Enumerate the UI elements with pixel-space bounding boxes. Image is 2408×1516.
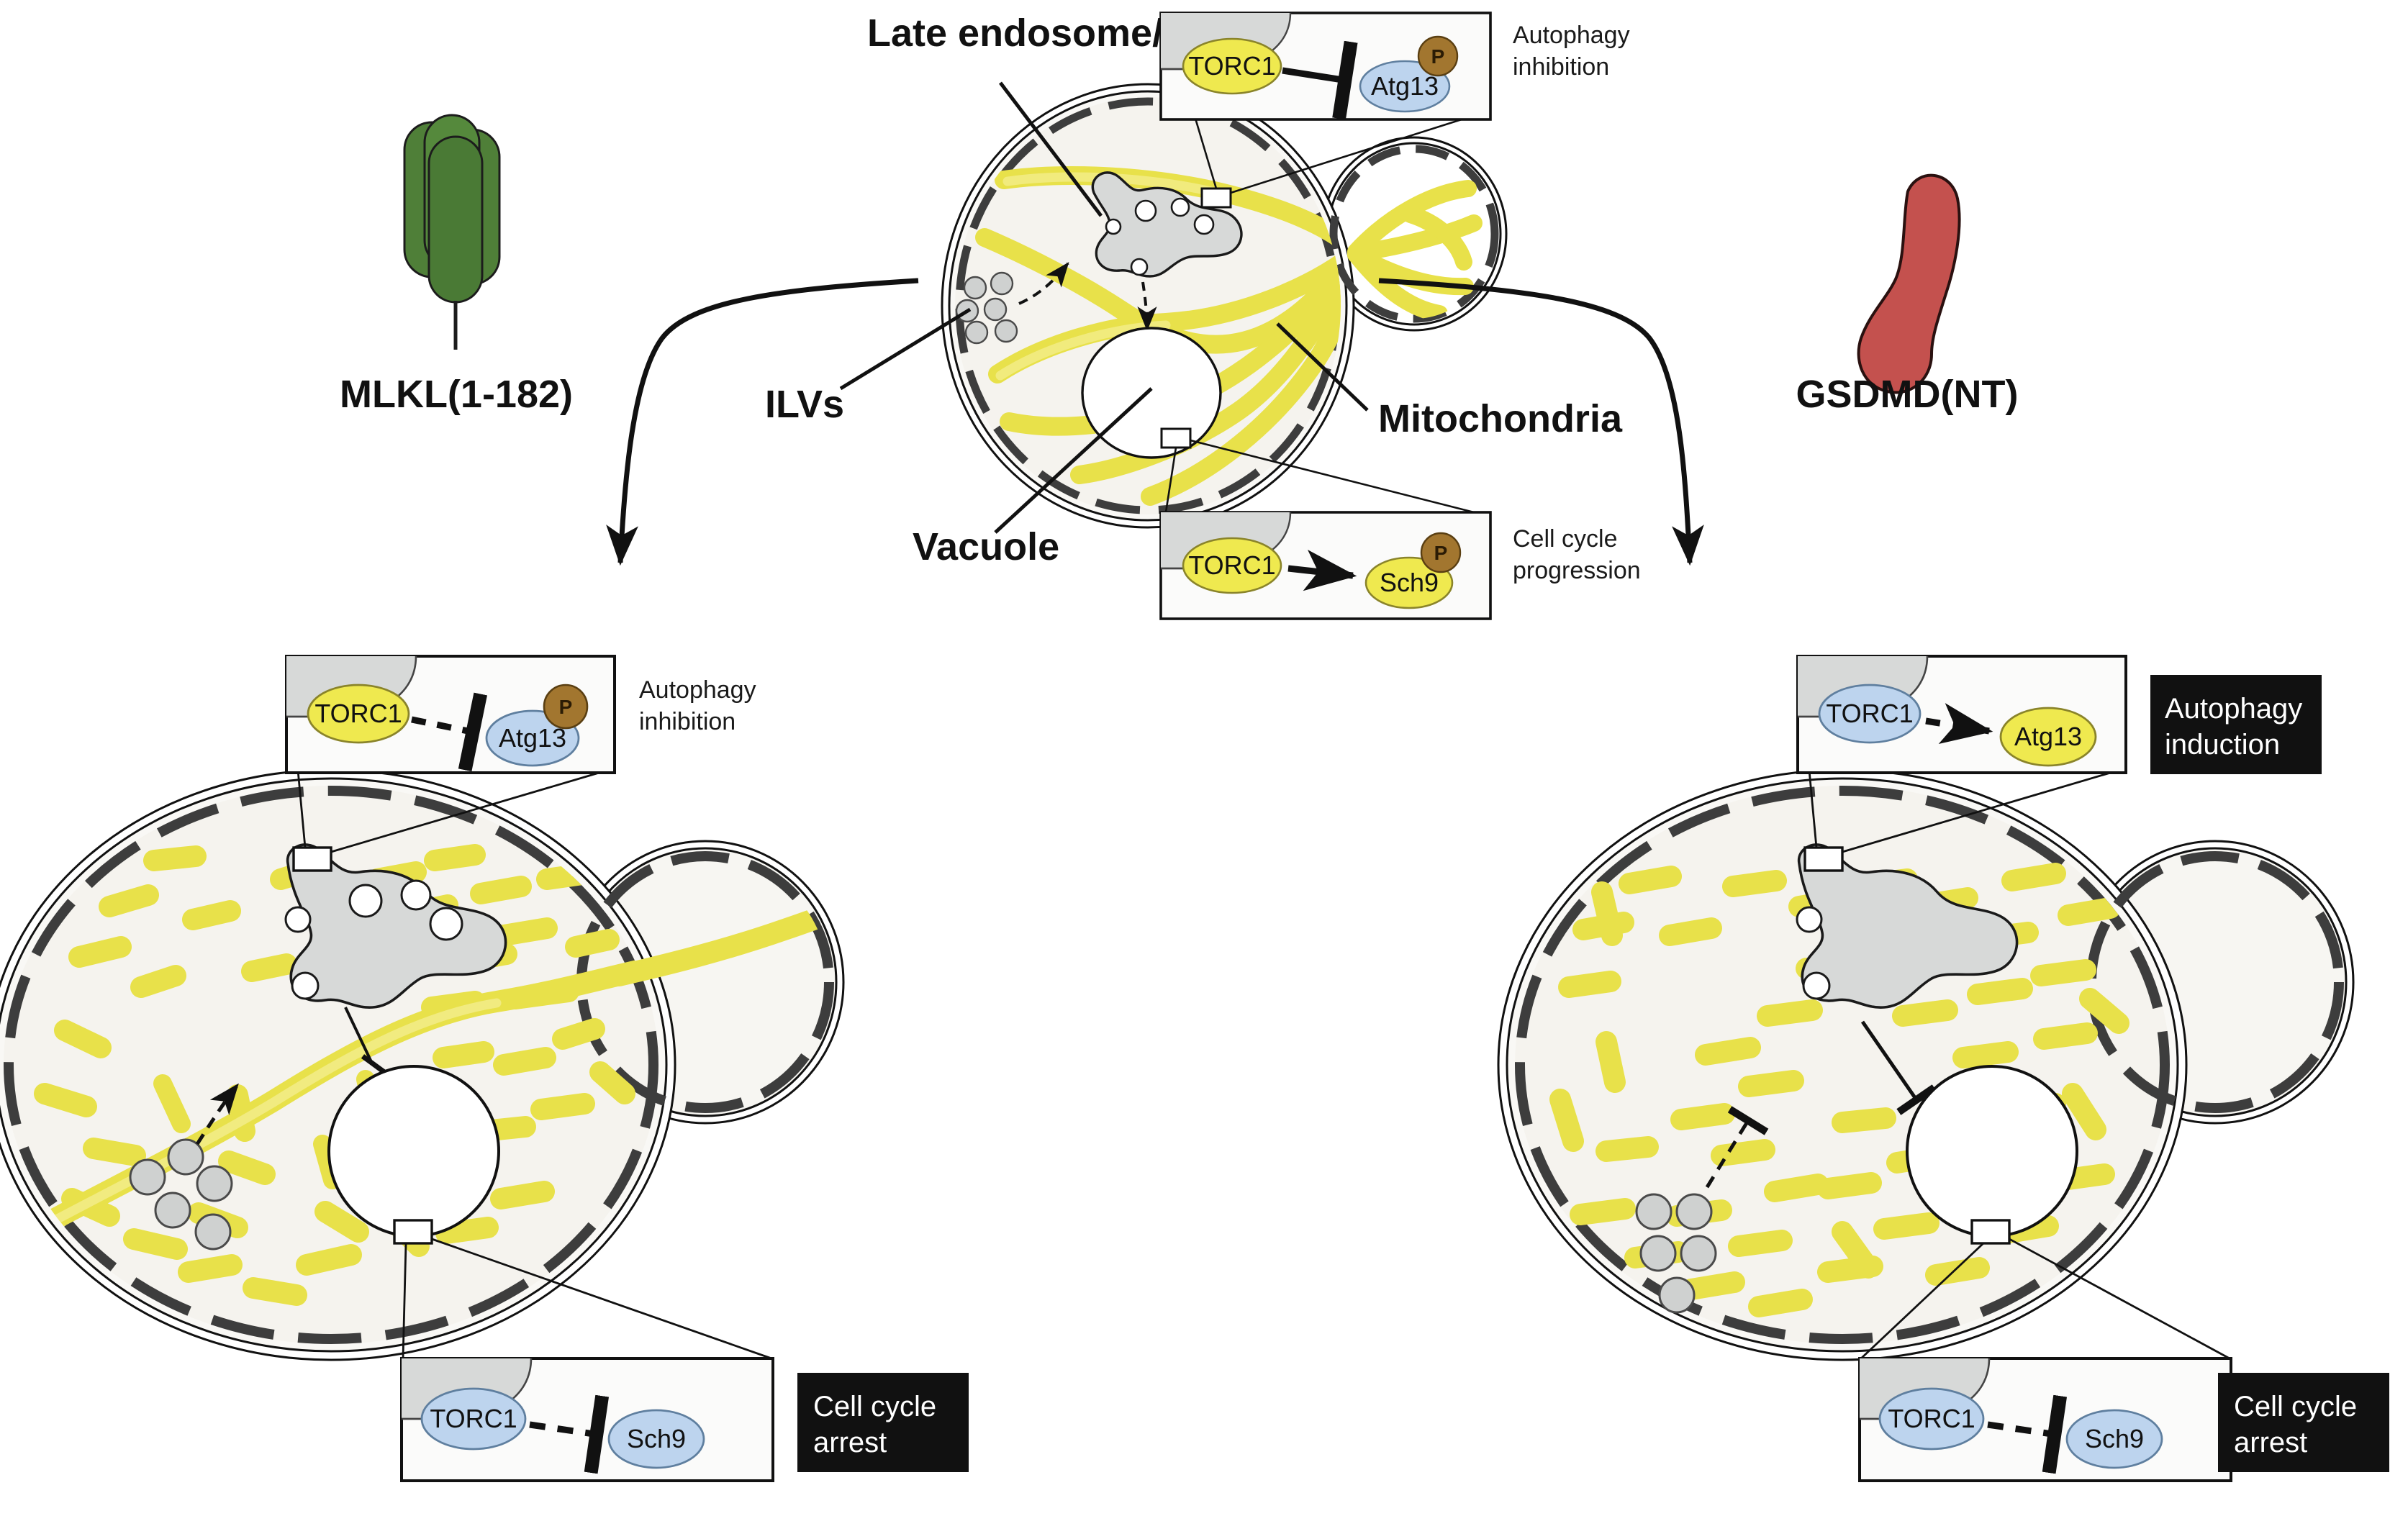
top-ilv-transport-arrow <box>1018 262 1069 305</box>
callout-outcome-line2: inhibition <box>639 708 735 735</box>
right-outcome-box-cellcycle <box>2218 1373 2389 1472</box>
callout-outcome-line2: arrest <box>813 1427 887 1458</box>
left-mvb <box>284 843 507 1009</box>
label-vacuole: Vacuole <box>913 525 1059 568</box>
left-outcome-box <box>797 1373 969 1472</box>
left-anchor-vacuolar-membrane-lower <box>393 1219 433 1245</box>
right-vacuole <box>1906 1065 2078 1238</box>
callout-outcome-line2: arrest <box>2234 1427 2307 1458</box>
callout-outcome-line1: Autophagy <box>1513 22 1630 49</box>
node-torc1: TORC1 <box>1188 550 1275 580</box>
callout-outcome-line1: Cell cycle <box>1513 525 1617 553</box>
transition-arrow-right <box>1378 278 1704 566</box>
node-atg13: Atg13 <box>2014 722 2082 751</box>
phospho-group: P <box>1434 542 1448 564</box>
gsdmd-protein-icon <box>1857 173 1961 394</box>
top-ilvs <box>955 271 1018 345</box>
right-yeast-cell <box>1497 768 2355 1361</box>
node-torc1: TORC1 <box>314 699 402 728</box>
node-sch9: Sch9 <box>627 1424 686 1453</box>
right-ilvs <box>1635 1193 1717 1314</box>
left-vacuole <box>327 1065 500 1238</box>
left-ilv-transport-arrow <box>195 1083 239 1145</box>
callout-top-cellcycle: TORC1 Sch9 P Cell cycle progression <box>1159 439 1641 620</box>
mlkl-protein-icon <box>403 114 501 350</box>
transition-arrow-left <box>606 278 919 566</box>
top-anchor-vacuolar-membrane-upper <box>1200 187 1232 209</box>
left-yeast-cell <box>0 768 845 1361</box>
label-ilvs: ILVs <box>765 383 844 426</box>
right-outcome-box-autophagy <box>2150 675 2322 774</box>
gsdmd-label: GSDMD(NT) <box>1796 373 2019 416</box>
node-torc1: TORC1 <box>1188 51 1275 81</box>
right-mvb <box>1796 843 2019 1009</box>
node-sch9: Sch9 <box>1380 568 1439 597</box>
top-vacuole <box>1081 327 1222 459</box>
left-anchor-vacuolar-membrane-upper <box>292 846 332 872</box>
top-anchor-vacuolar-membrane-lower <box>1160 427 1192 449</box>
right-anchor-vacuolar-membrane-upper <box>1803 846 1844 872</box>
phospho-group: P <box>1431 45 1445 68</box>
node-atg13: Atg13 <box>499 723 566 753</box>
callout-top-autophagy: TORC1 Atg13 P Autophagy inhibition <box>1159 12 1630 194</box>
phospho-group: P <box>559 696 573 718</box>
callout-outcome-line2: induction <box>2165 729 2280 761</box>
right-anchor-vacuolar-membrane-lower <box>1970 1219 2011 1245</box>
callout-right-cellcycle: TORC1 Sch9 Cell cycle arrest <box>1858 1238 2389 1482</box>
callout-right-autophagy: TORC1 Atg13 Autophagy induction <box>1796 655 2322 853</box>
top-mvb-to-vacuole-arrow <box>1137 281 1157 332</box>
right-ilv-transport-blocked <box>1705 1106 1769 1189</box>
top-yeast-cell <box>941 83 1508 529</box>
callout-outcome-line2: progression <box>1513 557 1641 584</box>
callout-left-autophagy: TORC1 Atg13 P Autophagy inhibition <box>285 655 756 853</box>
label-mitochondria: Mitochondria <box>1378 397 1623 440</box>
node-torc1: TORC1 <box>1826 699 1913 728</box>
node-atg13: Atg13 <box>1371 71 1439 101</box>
callout-outcome-line1: Autophagy <box>639 676 756 704</box>
left-ilvs <box>129 1138 233 1251</box>
top-mvb <box>1091 171 1243 278</box>
callout-outcome-line1: Cell cycle <box>813 1391 936 1422</box>
callout-outcome-line1: Cell cycle <box>2234 1391 2357 1422</box>
top-bud-mitochondria <box>1347 180 1483 319</box>
callout-outcome-line1: Autophagy <box>2165 693 2302 725</box>
callout-left-cellcycle: TORC1 Sch9 Cell cycle arrest <box>400 1238 969 1482</box>
mlkl-label: MLKL(1-182) <box>340 373 573 416</box>
callout-outcome-line2: inhibition <box>1513 53 1609 81</box>
top-cell-annotations <box>839 81 1369 534</box>
right-vacuole-blocked-arrow <box>1860 1020 1937 1115</box>
node-torc1: TORC1 <box>1888 1404 1975 1433</box>
node-sch9: Sch9 <box>2085 1424 2144 1453</box>
node-torc1: TORC1 <box>430 1404 517 1433</box>
